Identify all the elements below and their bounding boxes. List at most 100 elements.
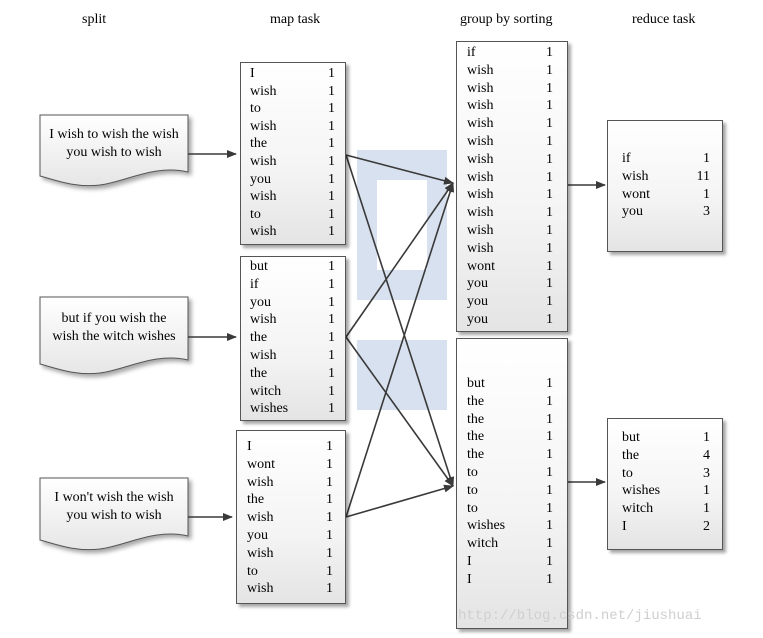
row-count: 1 bbox=[328, 118, 335, 134]
row-key: to bbox=[622, 465, 633, 481]
row-count: 1 bbox=[546, 571, 553, 587]
row-count: 1 bbox=[326, 474, 333, 490]
row-count: 1 bbox=[326, 439, 333, 454]
row-count: 1 bbox=[546, 312, 553, 327]
split-document-3: I won't wish the wish you wish to wish bbox=[39, 489, 189, 525]
row-count: 1 bbox=[703, 151, 710, 166]
row-count: 1 bbox=[546, 554, 553, 569]
document-line: but if you wish the bbox=[61, 311, 167, 326]
row-key: if bbox=[250, 276, 259, 292]
row-key: you bbox=[247, 528, 268, 543]
row-count: 2 bbox=[703, 519, 710, 534]
row-count: 1 bbox=[546, 116, 553, 132]
row-count: 1 bbox=[546, 447, 553, 463]
arrow-map1-to-group1 bbox=[345, 154, 454, 185]
row-key: wish bbox=[250, 154, 277, 169]
row-count: 1 bbox=[546, 169, 553, 185]
row-key: wish bbox=[467, 223, 494, 238]
row-count: 1 bbox=[546, 294, 553, 310]
row-count: 3 bbox=[703, 204, 710, 220]
row-count: 1 bbox=[546, 223, 553, 238]
row-key: the bbox=[247, 492, 265, 508]
row-count: 1 bbox=[328, 259, 335, 274]
document-line: I won't wish the wish bbox=[54, 490, 174, 505]
row-key: wish bbox=[247, 510, 274, 526]
row-count: 1 bbox=[328, 348, 335, 363]
row-key: to bbox=[250, 206, 261, 222]
row-count: 1 bbox=[328, 189, 335, 205]
watermark-url: http://blog.csdn.net/jiushuai bbox=[458, 608, 702, 624]
row-count: 1 bbox=[328, 365, 335, 381]
row-key: wont bbox=[247, 456, 275, 472]
row-key: if bbox=[622, 151, 631, 166]
row-key: the bbox=[467, 411, 485, 427]
row-count: 1 bbox=[546, 482, 553, 498]
row-count: 1 bbox=[703, 430, 710, 445]
row-count: 1 bbox=[328, 206, 335, 222]
row-count: 1 bbox=[546, 411, 553, 427]
row-key: wish bbox=[467, 98, 494, 114]
row-count: 1 bbox=[328, 66, 335, 81]
row-key: to bbox=[250, 101, 261, 117]
row-count: 1 bbox=[328, 136, 335, 152]
watermark-logo bbox=[357, 150, 447, 410]
row-key: wishes bbox=[250, 401, 289, 417]
row-count: 1 bbox=[546, 45, 553, 60]
row-count: 1 bbox=[328, 154, 335, 169]
row-key: wish bbox=[467, 240, 494, 256]
row-key: wish bbox=[622, 168, 649, 184]
row-count: 1 bbox=[703, 483, 710, 499]
row-count: 1 bbox=[546, 518, 553, 534]
row-count: 1 bbox=[328, 383, 335, 399]
document-line: I wish to wish the wish bbox=[49, 127, 179, 142]
row-count: 1 bbox=[328, 401, 335, 417]
row-count: 1 bbox=[326, 581, 333, 597]
row-key: I bbox=[247, 439, 252, 454]
row-count: 1 bbox=[326, 528, 333, 543]
row-count: 1 bbox=[546, 205, 553, 221]
row-key: you bbox=[467, 294, 488, 310]
row-key: I bbox=[467, 554, 472, 569]
document-line: wish the witch wishes bbox=[52, 329, 176, 344]
row-count: 1 bbox=[326, 545, 333, 561]
row-key: I bbox=[622, 519, 627, 534]
row-key: wish bbox=[250, 348, 277, 363]
row-key: I bbox=[467, 571, 472, 587]
row-key: I bbox=[250, 66, 255, 81]
row-count: 1 bbox=[328, 224, 335, 240]
row-key: but bbox=[467, 376, 485, 391]
row-count: 1 bbox=[546, 258, 553, 274]
row-count: 1 bbox=[546, 98, 553, 114]
arrow-map3-to-group1 bbox=[345, 182, 455, 518]
row-count: 1 bbox=[546, 536, 553, 552]
row-key: you bbox=[250, 171, 271, 187]
row-key: wish bbox=[250, 118, 277, 134]
row-count: 1 bbox=[546, 393, 553, 409]
row-count: 1 bbox=[328, 330, 335, 346]
row-key: to bbox=[467, 482, 478, 498]
arrow-map2-to-group2 bbox=[345, 336, 454, 487]
row-key: the bbox=[467, 393, 485, 409]
row-key: wish bbox=[250, 312, 277, 328]
document-line: you wish to wish bbox=[66, 508, 162, 523]
row-count: 11 bbox=[696, 168, 710, 184]
row-key: you bbox=[622, 204, 643, 220]
row-key: wont bbox=[622, 186, 650, 202]
row-key: wish bbox=[247, 474, 274, 490]
row-count: 1 bbox=[328, 83, 335, 99]
row-key: witch bbox=[467, 536, 499, 552]
row-key: you bbox=[467, 276, 488, 292]
row-key: the bbox=[250, 136, 268, 152]
row-count: 1 bbox=[546, 465, 553, 480]
row-key: wish bbox=[467, 62, 494, 78]
row-count: 1 bbox=[546, 151, 553, 167]
document-shape-2 bbox=[39, 296, 189, 375]
row-count: 1 bbox=[546, 62, 553, 78]
row-count: 1 bbox=[546, 429, 553, 445]
row-count: 1 bbox=[546, 134, 553, 149]
arrow-map1-to-group2 bbox=[345, 154, 455, 487]
row-count: 1 bbox=[546, 276, 553, 292]
